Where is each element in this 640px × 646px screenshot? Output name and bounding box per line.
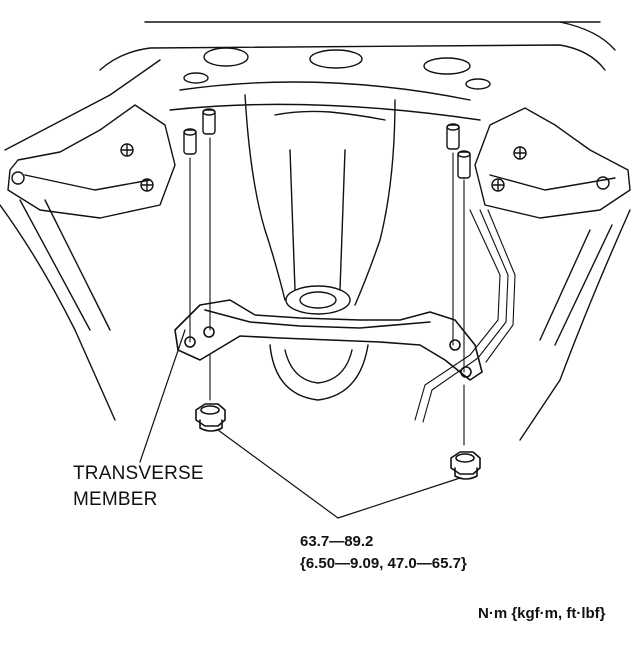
alignment-lines: [189, 137, 465, 446]
nut-right: [450, 451, 481, 480]
torque-value-alt: {6.50—9.09, 47.0—65.7}: [300, 555, 467, 572]
leader-lines: [139, 329, 461, 519]
floor-openings: [183, 47, 491, 90]
transverse-member-label: TRANSVERSE MEMBER: [73, 464, 204, 516]
right-engine-mount: [474, 107, 631, 219]
right-studs: [446, 123, 471, 179]
units-legend: N·m {kgf·m, ft·lbf}: [478, 605, 606, 622]
vehicle-underbody: [0, 21, 631, 441]
member-bolt-hole-left-2: [203, 326, 215, 338]
transmission-housing: [244, 94, 396, 401]
transverse-member[interactable]: [174, 299, 483, 381]
torque-leader-line: [217, 429, 461, 519]
pipe-lines: [414, 209, 516, 423]
member-leader-line: [139, 329, 186, 463]
member-bolt-hole-left-1: [184, 336, 196, 348]
left-studs: [183, 108, 216, 155]
member-bolt-hole-right-1: [449, 339, 461, 351]
torque-value-nm: 63.7—89.2: [300, 533, 374, 550]
member-bolt-hole-right-2: [460, 366, 472, 378]
part-name-line1: TRANSVERSE: [73, 463, 204, 484]
nut-left: [195, 403, 226, 432]
part-name-line2: MEMBER: [73, 489, 158, 510]
left-engine-mount: [7, 104, 176, 219]
